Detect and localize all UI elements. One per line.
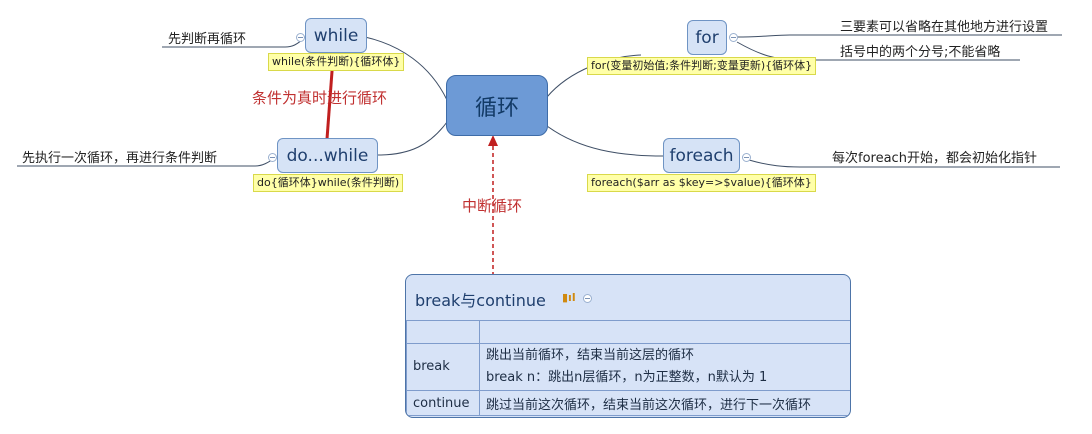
relation-line-condition	[325, 57, 335, 140]
row-value-continue: 跳过当前这次循环，结束当前这次循环，进行下一次循环	[479, 390, 850, 416]
collapse-toggle-dowhile[interactable]	[268, 153, 277, 162]
table-header-row	[406, 320, 850, 344]
table-header-cell	[406, 320, 480, 344]
table-row: continue 跳过当前这次循环，结束当前这次循环，进行下一次循环	[406, 390, 850, 416]
row-key-continue: continue	[406, 390, 480, 416]
note-foreach: foreach($arr as $key=>$value){循环体}	[587, 174, 816, 192]
topic-dowhile[interactable]: do...while	[277, 138, 378, 173]
desc-for-2: 括号中的两个分号;不能省略	[840, 45, 1001, 60]
table-row: break 跳出当前循环，结束当前这层的循环 break n：跳出n层循环，n为…	[406, 343, 850, 391]
desc-for-1: 三要素可以省略在其他地方进行设置	[840, 20, 1049, 35]
desc-dowhile: 先执行一次循环，再进行条件判断	[22, 151, 218, 166]
row-value-line: break n：跳出n层循环，n为正整数，n默认为 1	[486, 370, 768, 385]
table-title: break与continue	[415, 291, 546, 310]
relation-label-break: 中断循环	[462, 197, 523, 215]
desc-foreach: 每次foreach开始，都会初始化指针	[832, 151, 1037, 166]
comparison-table: break 跳出当前循环，结束当前这层的循环 break n：跳出n层循环，n为…	[406, 320, 850, 416]
link-foreach	[546, 125, 664, 157]
chart-icon: ▮ıl	[562, 291, 576, 304]
link-foreach-desc	[748, 159, 1060, 168]
collapse-toggle-while[interactable]	[296, 33, 305, 42]
topic-while-label: while	[313, 25, 359, 46]
relation-label-condition: 条件为真时进行循环	[252, 89, 388, 107]
central-label: 循环	[474, 95, 519, 121]
link-for-desc1	[736, 34, 1062, 38]
relation-arrowhead	[488, 135, 498, 146]
collapse-toggle-table[interactable]	[583, 294, 592, 303]
topic-foreach[interactable]: foreach	[663, 138, 740, 173]
topic-while[interactable]: while	[305, 18, 367, 53]
row-value-line: 跳出当前循环，结束当前这层的循环	[486, 348, 695, 363]
collapse-toggle-for[interactable]	[729, 33, 738, 42]
desc-while: 先判断再循环	[168, 32, 247, 47]
row-key-break: break	[406, 343, 480, 391]
row-value-break: 跳出当前循环，结束当前这层的循环 break n：跳出n层循环，n为正整数，n默…	[479, 343, 850, 391]
link-dowhile	[377, 121, 448, 156]
topic-for-label: for	[695, 27, 719, 48]
topic-dowhile-label: do...while	[286, 145, 369, 166]
topic-foreach-label: foreach	[669, 145, 734, 166]
central-topic[interactable]: 循环	[446, 75, 548, 136]
topic-break-continue[interactable]: break与continue ▮ıl break 跳出当前循环，结束当前这层的循…	[405, 274, 851, 418]
collapse-toggle-foreach[interactable]	[742, 153, 751, 162]
note-dowhile: do{循环体}while(条件判断)	[253, 174, 404, 192]
note-while: while(条件判断){循环体}	[268, 53, 405, 71]
link-while	[364, 36, 448, 101]
topic-for[interactable]: for	[687, 20, 727, 55]
table-header-cell	[479, 320, 850, 344]
note-for: for(变量初始值;条件判断;变量更新){循环体}	[587, 57, 817, 75]
